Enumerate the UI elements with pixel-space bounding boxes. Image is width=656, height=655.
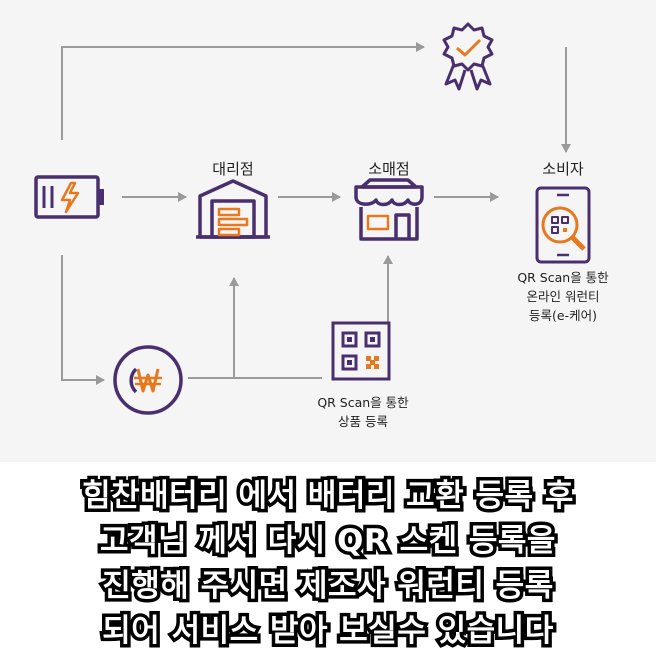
distributor-label: 대리점 bbox=[212, 160, 254, 178]
consumer-note-line-1: QR Scan을 통한 bbox=[517, 270, 609, 285]
flow-diagram: 대리점 소매점 소비자 QR Scan을 통한 온라인 워런티 등록(e-케어)… bbox=[34, 22, 633, 431]
phone-qr-scan-icon bbox=[535, 186, 591, 264]
caption-line-3: 진행해 주시면 제조사 워런티 등록 bbox=[99, 565, 557, 608]
caption-line-4: 되어 서비스 받아 보실수 있습니다 bbox=[99, 610, 557, 653]
flow-arrows bbox=[61, 42, 571, 385]
diagram-canvas bbox=[34, 22, 591, 415]
consumer-online-note: QR Scan을 통한 온라인 워런티 등록(e-케어) bbox=[493, 268, 633, 325]
consumer-label: 소비자 bbox=[542, 160, 584, 178]
qr-code-icon bbox=[331, 321, 391, 381]
battery-icon bbox=[34, 175, 104, 219]
product-register-note: QR Scan을 통한 상품 등록 bbox=[303, 393, 423, 431]
consumer-note-line-2: 온라인 워런티 bbox=[526, 289, 600, 304]
consumer-note-line-3: 등록(e-케어) bbox=[529, 308, 597, 323]
product-note-line-2: 상품 등록 bbox=[338, 414, 388, 429]
won-coin-icon bbox=[113, 345, 183, 415]
arrow-battery-to-warranty bbox=[61, 42, 425, 140]
store-icon bbox=[354, 178, 424, 241]
arrow-battery-to-payment bbox=[61, 255, 105, 385]
product-note-line-1: QR Scan을 통한 bbox=[317, 395, 409, 410]
caption-banner: 힘찬배터리 에서 배터리 교환 등록 후 고객님 께서 다시 QR 스켄 등록을… bbox=[0, 462, 656, 655]
caption-line-1: 힘찬배터리 에서 배터리 교환 등록 후 bbox=[79, 475, 577, 518]
warehouse-icon bbox=[196, 179, 270, 239]
caption-line-2: 고객님 께서 다시 QR 스켄 등록을 bbox=[97, 520, 559, 563]
warranty-badge-icon bbox=[442, 22, 494, 91]
retailer-label: 소매점 bbox=[368, 160, 410, 178]
